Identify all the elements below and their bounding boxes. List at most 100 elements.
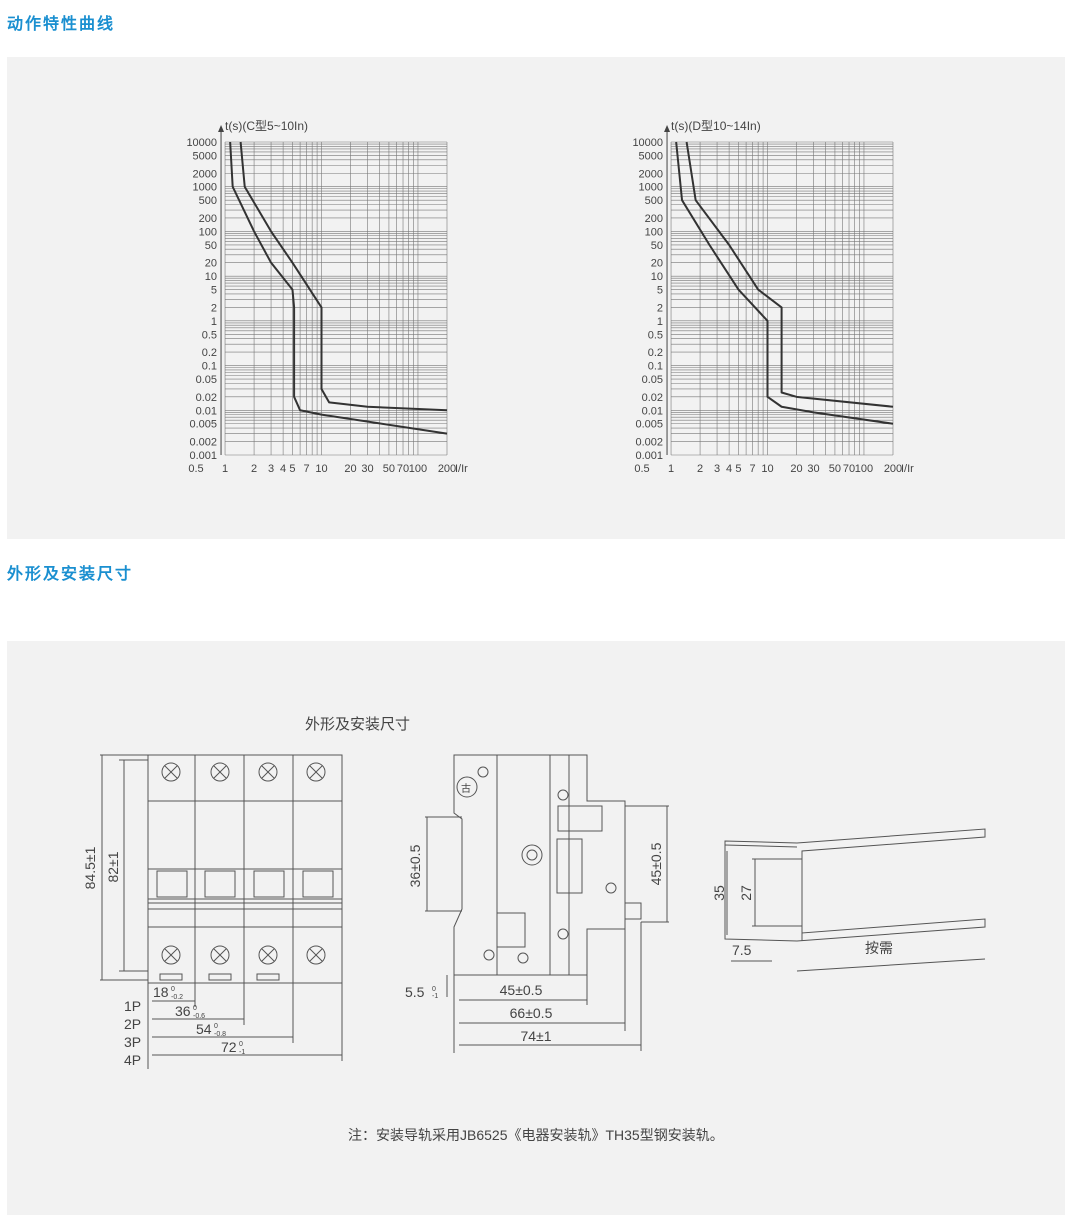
- rail-height-inner: 27: [738, 885, 754, 901]
- chart-y-tick-label: 0.05: [196, 374, 217, 386]
- front-view: 84.5±1 82±1 1P 2P 3P 4P 18 0 -0.2 36 0 -…: [82, 754, 343, 1069]
- width-3p-sup: 0: [214, 1023, 218, 1030]
- chart-y-tick-label: 0.02: [642, 392, 663, 404]
- chart-y-tick-label: 0.1: [202, 361, 217, 373]
- side-marker: 古: [461, 782, 471, 795]
- chart-x-tick-label: 0.5: [634, 463, 649, 475]
- chart-y-tick-label: 0.002: [190, 437, 218, 449]
- side-depth-mid: 66±0.5: [510, 1005, 553, 1021]
- chart-y-tick-label: 0.5: [648, 329, 663, 341]
- chart-x-tick-label: 10: [315, 463, 327, 475]
- chart-y-tick-label: 0.001: [636, 450, 664, 462]
- chart-y-tick-label: 20: [205, 258, 217, 270]
- front-height-inner: 82±1: [105, 851, 121, 882]
- width-2p-value: 36: [175, 1003, 191, 1019]
- width-3p-sub: -0.8: [214, 1031, 226, 1038]
- dim-drawing-title: 外形及安装尺寸: [305, 716, 410, 733]
- chart-x-tick-label: 70: [397, 463, 409, 475]
- chart-x-tick-label: 10: [761, 463, 773, 475]
- chart-x-tick-label: 1: [668, 463, 674, 475]
- chart-y-tick-label: 0.2: [648, 347, 663, 359]
- chart-y-tick-label: 0.05: [642, 374, 663, 386]
- chart-y-tick-label: 0.02: [196, 392, 217, 404]
- chart-x-tick-label: 70: [843, 463, 855, 475]
- pole-width-labels: 18 0 -0.2 36 0 -0.6 54 0 -0.8 72 0 -1: [153, 984, 245, 1056]
- chart-y-tick-label: 1: [657, 316, 663, 328]
- width-1p-sub: -0.2: [171, 994, 183, 1001]
- chart-y-tick-label: 200: [645, 213, 663, 225]
- chart-y-tick-label: 0.01: [642, 405, 663, 417]
- chart-y-tick-label: 2: [657, 302, 663, 314]
- chart-x-tick-label: 200: [438, 463, 456, 475]
- side-depth-inner: 45±0.5: [500, 982, 543, 998]
- chart-y-tick-label: 5: [211, 285, 217, 297]
- chart-y-tick-label: 100: [199, 226, 217, 238]
- chart-x-tick-label: 2: [251, 463, 257, 475]
- width-1p-sup: 0: [171, 986, 175, 993]
- width-4p-value: 72: [221, 1039, 237, 1055]
- pole-3p: 3P: [124, 1034, 141, 1050]
- side-height: 36±0.5: [407, 844, 423, 887]
- width-3p-value: 54: [196, 1021, 212, 1037]
- rail-length: 按需: [865, 940, 893, 956]
- chart-x-tick-label: 30: [807, 463, 819, 475]
- chart-y-tick-label: 0.1: [648, 361, 663, 373]
- chart-x-axis-label: I/Ir: [455, 463, 468, 475]
- top-terminal-screws: [161, 762, 326, 782]
- chart-y-tick-label: 0.2: [202, 347, 217, 359]
- chart-x-tick-label: 20: [344, 463, 356, 475]
- chart-y-tick-label: 0.005: [636, 419, 664, 431]
- chart-axis-title: t(s)(D型10~14In): [671, 119, 761, 133]
- pole-1p: 1P: [124, 998, 141, 1014]
- chart-y-tick-label: 20: [651, 258, 663, 270]
- rail-height-outer: 35: [711, 885, 727, 901]
- chart-x-tick-label: 50: [829, 463, 841, 475]
- chart-x-tick-label: 5: [735, 463, 741, 475]
- chart-x-tick-label: 50: [383, 463, 395, 475]
- chart-y-tick-label: 200: [199, 213, 217, 225]
- chart-x-tick-label: 7: [749, 463, 755, 475]
- chart-x-tick-label: 2: [697, 463, 703, 475]
- side-offset: 5.5: [405, 984, 425, 1000]
- chart-y-tick-label: 5000: [193, 150, 217, 162]
- chart-curve-upper: [239, 141, 448, 412]
- chart-x-tick-label: 0.5: [188, 463, 203, 475]
- trip-curves-svg: t(s)(C型5~10In)10000500020001000500200100…: [186, 119, 914, 475]
- chart-x-tick-label: 4: [726, 463, 732, 475]
- curves-section-title: 动作特性曲线: [7, 14, 116, 33]
- chart-x-tick-label: 1: [222, 463, 228, 475]
- chart-y-tick-label: 10: [205, 271, 217, 283]
- chart-y-tick-label: 10000: [632, 137, 663, 149]
- chart-y-axis-arrow: [664, 125, 671, 132]
- side-view: 古 36±0.5 45±0.5: [405, 754, 669, 1053]
- width-4p-sub: -1: [239, 1049, 245, 1056]
- chart-y-tick-label: 50: [205, 240, 217, 252]
- chart-y-tick-label: 2000: [639, 168, 663, 180]
- dims-panel: 外形及安装尺寸: [7, 641, 1065, 1215]
- chart-curve-lower: [229, 141, 448, 435]
- chart-y-tick-label: 1000: [193, 182, 217, 194]
- chart-x-tick-label: 5: [289, 463, 295, 475]
- chart-y-tick-label: 0.01: [196, 405, 217, 417]
- width-2p-sub: -0.6: [193, 1013, 205, 1020]
- chart-y-tick-label: 0.001: [190, 450, 218, 462]
- rail-flange: 7.5: [732, 942, 752, 958]
- chart-x-tick-label: 3: [714, 463, 720, 475]
- front-height-outer: 84.5±1: [82, 846, 98, 889]
- chart-y-tick-label: 10: [651, 271, 663, 283]
- chart-curve-upper: [685, 141, 894, 408]
- chart-x-tick-label: 4: [280, 463, 286, 475]
- dims-section-title: 外形及安装尺寸: [7, 564, 134, 583]
- chart-x-axis-label: I/Ir: [901, 463, 914, 475]
- side-depth-total: 74±1: [520, 1028, 551, 1044]
- chart-x-tick-label: 30: [361, 463, 373, 475]
- chart-y-tick-label: 5: [657, 285, 663, 297]
- chart-x-tick-label: 20: [790, 463, 802, 475]
- chart-y-tick-label: 10000: [186, 137, 217, 149]
- bottom-terminal-screws: [161, 945, 326, 965]
- chart-y-tick-label: 0.5: [202, 329, 217, 341]
- chart-x-tick-label: 100: [409, 463, 427, 475]
- chart-y-tick-label: 1: [211, 316, 217, 328]
- width-1p-value: 18: [153, 984, 169, 1000]
